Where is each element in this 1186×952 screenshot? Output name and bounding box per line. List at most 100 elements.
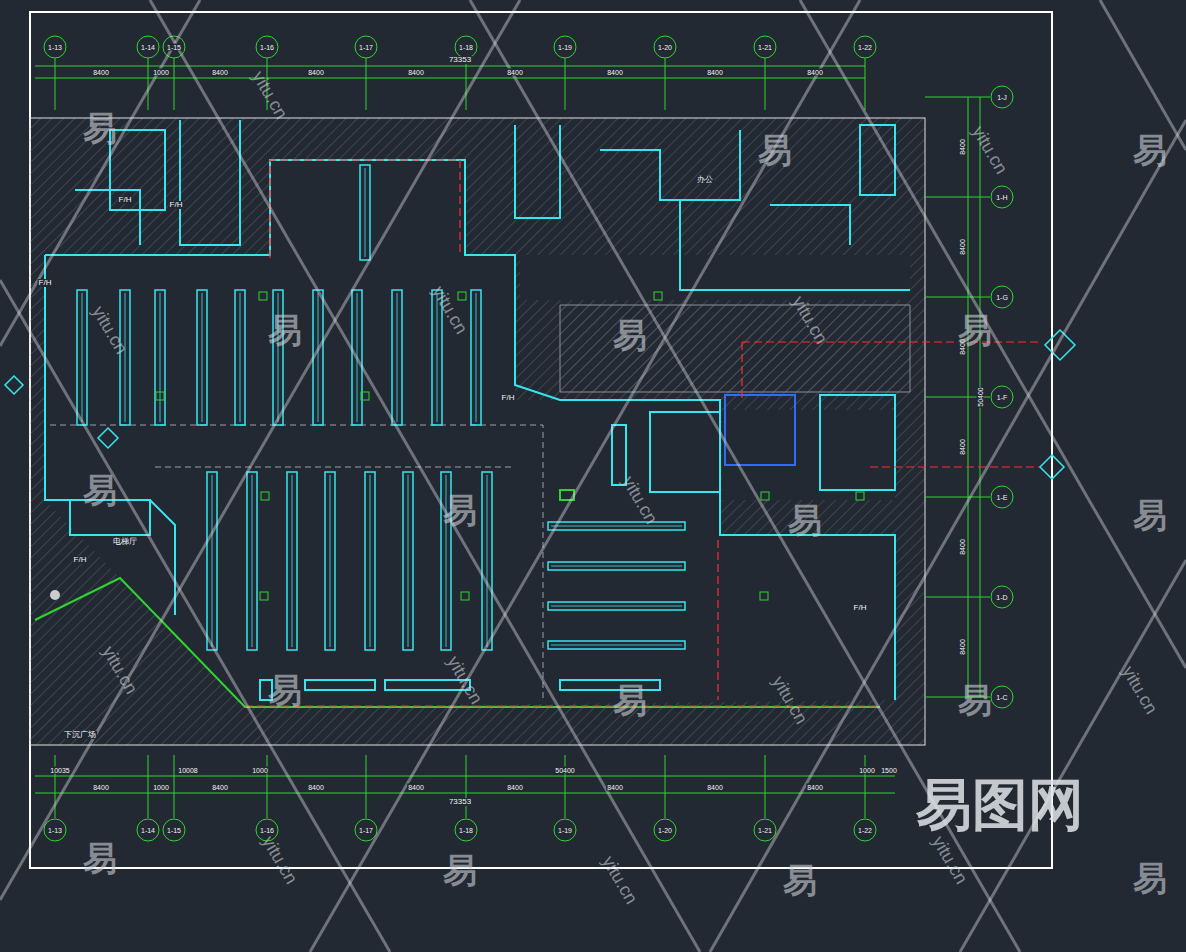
- plan-annotation: 1-17: [358, 44, 374, 51]
- watermark-text: yitu.cn: [249, 68, 291, 122]
- drawing-line: [212, 475, 213, 647]
- plan-annotation: 8400: [959, 538, 966, 556]
- plan-annotation: 1-18: [458, 827, 474, 834]
- drawing-line: [330, 475, 331, 647]
- drawing-line: [261, 492, 269, 500]
- drawing-line: [325, 472, 335, 650]
- drawing-line: [466, 755, 467, 818]
- drawing-line: [487, 475, 488, 647]
- watermark-text: yitu.cn: [929, 833, 971, 887]
- plan-annotation: 1-19: [557, 44, 573, 51]
- drawing-line: [365, 168, 366, 257]
- drawing-line: [125, 293, 126, 422]
- plan-annotation: 8400: [92, 69, 110, 76]
- plan-annotation: 1-22: [857, 827, 873, 834]
- drawing-line: [760, 592, 768, 600]
- plan-annotation: 10035: [49, 767, 70, 774]
- plan-annotation: 1000: [152, 784, 170, 791]
- drawing-line: [854, 819, 876, 841]
- drawing-line: [35, 78, 865, 79]
- plan-annotation: 8400: [806, 69, 824, 76]
- drawing-line: [458, 292, 466, 300]
- plan-annotation: 8400: [407, 784, 425, 791]
- plan-annotation: 办公: [696, 176, 714, 184]
- plan-annotation: 1-J: [996, 94, 1008, 101]
- drawing-line: [137, 819, 159, 841]
- drawing-line: [565, 755, 566, 818]
- drawing-line: [482, 472, 492, 650]
- drawing-line: [551, 566, 682, 567]
- plan-annotation: F/H: [38, 279, 53, 287]
- drawing-line: [35, 793, 895, 794]
- plan-annotation: 1-16: [259, 827, 275, 834]
- plan-annotation: F/H: [853, 604, 868, 612]
- watermark-text: 易: [1133, 861, 1167, 895]
- plan-annotation: F/H: [73, 556, 88, 564]
- plan-annotation: F/H: [501, 394, 516, 402]
- watermark-text: 易: [443, 853, 477, 887]
- drawing-line: [408, 475, 409, 647]
- watermark-text: 易: [83, 473, 117, 507]
- plan-annotation: 73353: [448, 798, 472, 806]
- plan-annotation: 8400: [211, 784, 229, 791]
- drawing-line: [991, 486, 1013, 508]
- drawing-line: [163, 819, 185, 841]
- plan-annotation: 8400: [706, 69, 724, 76]
- plan-annotation: 1-H: [995, 194, 1008, 201]
- plan-annotation: 1500: [880, 767, 898, 774]
- drawing-line: [202, 293, 203, 422]
- drawing-line: [318, 293, 319, 422]
- drawing-line: [44, 36, 66, 58]
- plan-annotation: 1-D: [995, 594, 1008, 601]
- plan-annotation: F/H: [169, 201, 184, 209]
- watermark-text: 易图网: [916, 777, 1084, 833]
- plan-annotation: 1-13: [47, 44, 63, 51]
- plan-annotation: 8400: [92, 784, 110, 791]
- drawing-line: [355, 36, 377, 58]
- drawing-line: [197, 290, 207, 425]
- drawing-line: [476, 293, 477, 422]
- drawing-line: [991, 186, 1013, 208]
- drawing-line: [361, 392, 369, 400]
- plan-annotation: 1-15: [166, 44, 182, 51]
- plan-annotation: 50400: [977, 386, 984, 407]
- drawing-line: [551, 606, 682, 607]
- drawing-line: [35, 776, 895, 777]
- drawing-line: [156, 392, 164, 400]
- watermark-text: 易: [788, 503, 822, 537]
- plan-annotation: 1-F: [996, 394, 1009, 401]
- plan-annotation: 8400: [506, 69, 524, 76]
- drawing-line: [259, 292, 267, 300]
- drawing-line: [551, 645, 682, 646]
- drawing-line: [365, 472, 375, 650]
- drawing-line: [654, 819, 676, 841]
- plan-annotation: 8400: [211, 69, 229, 76]
- plan-annotation: 1-21: [757, 827, 773, 834]
- plan-annotation: 1-20: [657, 44, 673, 51]
- watermark-text: 易: [1133, 498, 1167, 532]
- drawing-line: [554, 819, 576, 841]
- plan-annotation: 下沉广场: [63, 731, 97, 739]
- plan-annotation: 1-19: [557, 827, 573, 834]
- drawing-line: [35, 66, 865, 67]
- drawing-line: [665, 755, 666, 818]
- drawing-line: [471, 290, 481, 425]
- watermark-text: 易: [443, 493, 477, 527]
- drawing-line: [260, 592, 268, 600]
- drawing-line: [240, 293, 241, 422]
- drawing-line: [392, 290, 402, 425]
- plan-annotation: 1-E: [996, 494, 1009, 501]
- drawing-line: [765, 755, 766, 818]
- drawing-line: [865, 755, 866, 818]
- plan-annotation: 1000: [251, 767, 269, 774]
- plan-annotation: 73353: [448, 56, 472, 64]
- drawing-line: [754, 819, 776, 841]
- drawing-line: [854, 36, 876, 58]
- watermark-text: 易: [613, 683, 647, 717]
- plan-annotation: 8400: [806, 784, 824, 791]
- drawing-line: [991, 686, 1013, 708]
- drawing-line: [355, 819, 377, 841]
- plan-annotation: 8400: [959, 638, 966, 656]
- drawing-line: [235, 290, 245, 425]
